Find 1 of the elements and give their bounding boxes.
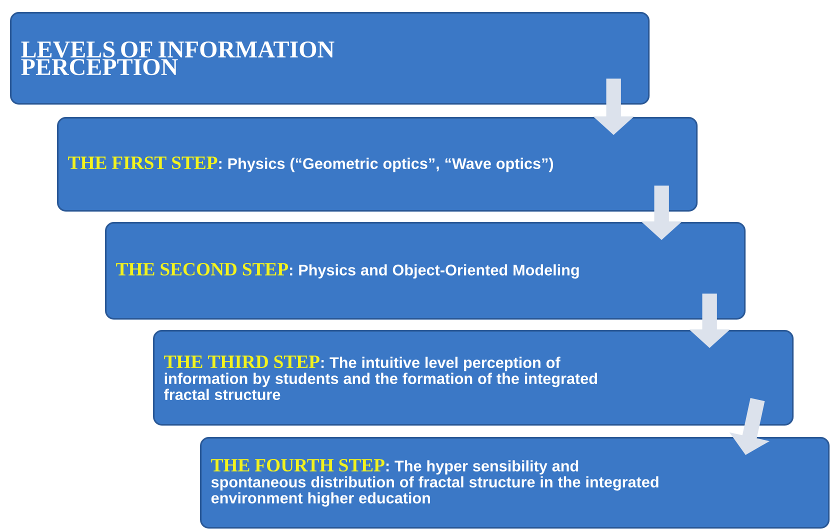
title-box: LEVELS OF INFORMATION PERCEPTION <box>10 12 650 105</box>
